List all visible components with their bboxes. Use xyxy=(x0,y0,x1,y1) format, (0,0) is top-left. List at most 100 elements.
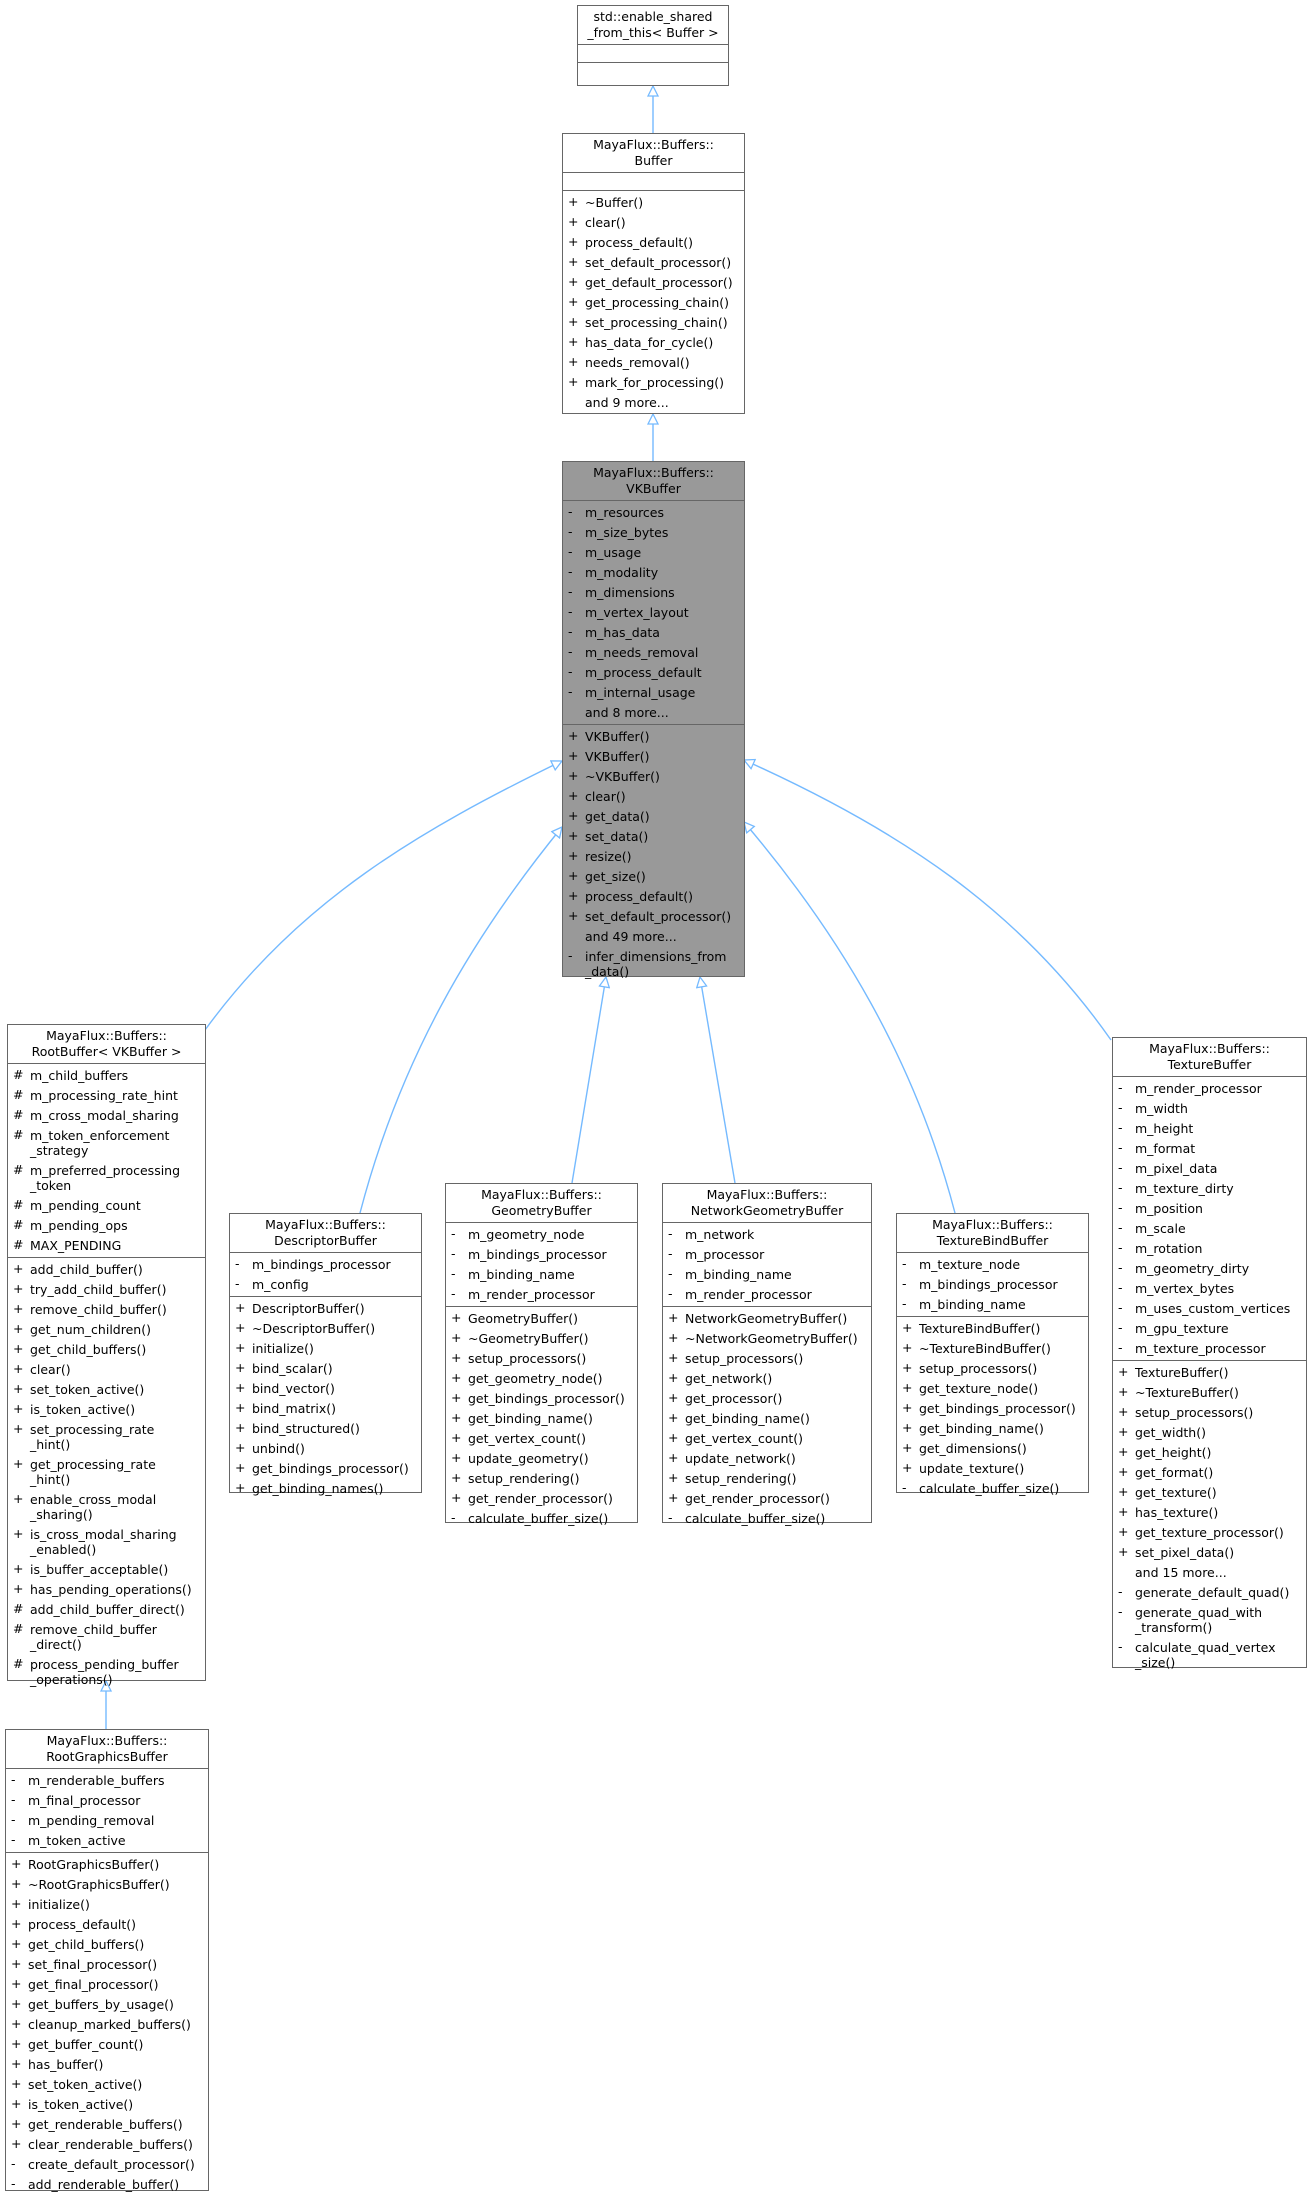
attribute-row[interactable]: -m_pixel_data xyxy=(1113,1158,1306,1178)
attribute-row[interactable]: -m_render_processor xyxy=(1113,1078,1306,1098)
method-row[interactable]: #process_pending_buffer _operations() xyxy=(8,1654,205,1689)
method-row[interactable]: +clear() xyxy=(8,1359,205,1379)
method-row[interactable]: +get_processing_rate _hint() xyxy=(8,1454,205,1489)
method-row[interactable]: +get_format() xyxy=(1113,1462,1306,1482)
method-row[interactable]: +get_geometry_node() xyxy=(446,1368,637,1388)
method-row[interactable]: +has_pending_operations() xyxy=(8,1579,205,1599)
method-row[interactable]: +get_num_children() xyxy=(8,1319,205,1339)
method-row[interactable]: +get_network() xyxy=(663,1368,871,1388)
method-row[interactable]: +setup_processors() xyxy=(663,1348,871,1368)
attribute-row[interactable]: -m_bindings_processor xyxy=(446,1244,637,1264)
method-row[interactable]: +process_default() xyxy=(563,232,744,252)
method-row[interactable]: +is_buffer_acceptable() xyxy=(8,1559,205,1579)
method-row[interactable]: +bind_scalar() xyxy=(230,1358,421,1378)
attribute-row[interactable]: -m_position xyxy=(1113,1198,1306,1218)
method-row[interactable]: #remove_child_buffer _direct() xyxy=(8,1619,205,1654)
method-row[interactable]: +~DescriptorBuffer() xyxy=(230,1318,421,1338)
method-row[interactable]: +get_texture() xyxy=(1113,1482,1306,1502)
method-row[interactable]: -generate_default_quad() xyxy=(1113,1582,1306,1602)
method-row[interactable]: +update_texture() xyxy=(897,1458,1088,1478)
attribute-row[interactable]: -m_rotation xyxy=(1113,1238,1306,1258)
method-row[interactable]: +set_data() xyxy=(563,826,744,846)
method-row[interactable]: +has_texture() xyxy=(1113,1502,1306,1522)
method-row[interactable]: +setup_processors() xyxy=(1113,1402,1306,1422)
attribute-row[interactable]: -m_network xyxy=(663,1224,871,1244)
attribute-row[interactable]: -m_scale xyxy=(1113,1218,1306,1238)
class-rootgraphicsbuffer[interactable]: MayaFlux::Buffers:: RootGraphicsBuffer-m… xyxy=(5,1729,209,2194)
method-row[interactable]: #add_child_buffer_direct() xyxy=(8,1599,205,1619)
attribute-row[interactable]: #m_processing_rate_hint xyxy=(8,1085,205,1105)
method-row[interactable]: +is_cross_modal_sharing _enabled() xyxy=(8,1524,205,1559)
method-row[interactable]: +~TextureBuffer() xyxy=(1113,1382,1306,1402)
attribute-row[interactable]: -m_internal_usage xyxy=(563,682,744,702)
method-row[interactable]: +has_data_for_cycle() xyxy=(563,332,744,352)
method-row[interactable]: +set_default_processor() xyxy=(563,906,744,926)
attribute-row[interactable]: #m_token_enforcement _strategy xyxy=(8,1125,205,1160)
method-row[interactable]: +clear_renderable_buffers() xyxy=(6,2134,208,2154)
method-row[interactable]: +TextureBindBuffer() xyxy=(897,1318,1088,1338)
method-row[interactable]: +get_bindings_processor() xyxy=(446,1388,637,1408)
method-row[interactable]: -add_renderable_buffer() xyxy=(6,2174,208,2194)
attribute-row[interactable]: -m_resources xyxy=(563,502,744,522)
method-row[interactable]: +initialize() xyxy=(230,1338,421,1358)
attribute-row[interactable]: -m_binding_name xyxy=(446,1264,637,1284)
method-row[interactable]: +DescriptorBuffer() xyxy=(230,1298,421,1318)
attribute-row[interactable]: #m_pending_count xyxy=(8,1195,205,1215)
attribute-row[interactable]: -m_final_processor xyxy=(6,1790,208,1810)
method-row[interactable]: +bind_vector() xyxy=(230,1378,421,1398)
method-row[interactable]: +get_size() xyxy=(563,866,744,886)
attribute-row[interactable]: -m_config xyxy=(230,1274,421,1294)
method-row[interactable]: +get_child_buffers() xyxy=(6,1934,208,1954)
attribute-row[interactable]: -m_needs_removal xyxy=(563,642,744,662)
method-row[interactable]: +get_child_buffers() xyxy=(8,1339,205,1359)
method-row[interactable]: +get_vertex_count() xyxy=(663,1428,871,1448)
method-row[interactable]: +get_processor() xyxy=(663,1388,871,1408)
class-enable-shared-from-this[interactable]: std::enable_shared _from_this< Buffer > xyxy=(577,5,729,86)
method-row[interactable]: +get_final_processor() xyxy=(6,1974,208,1994)
method-row[interactable]: +needs_removal() xyxy=(563,352,744,372)
method-row[interactable]: -calculate_buffer_size() xyxy=(446,1508,637,1528)
attribute-row[interactable]: -m_processor xyxy=(663,1244,871,1264)
method-row[interactable]: +~RootGraphicsBuffer() xyxy=(6,1874,208,1894)
method-row[interactable]: +~TextureBindBuffer() xyxy=(897,1338,1088,1358)
method-row[interactable]: +get_processing_chain() xyxy=(563,292,744,312)
method-row[interactable]: +get_render_processor() xyxy=(446,1488,637,1508)
method-row[interactable]: +bind_structured() xyxy=(230,1418,421,1438)
method-row[interactable]: -calculate_quad_vertex _size() xyxy=(1113,1637,1306,1672)
method-row[interactable]: +get_texture_processor() xyxy=(1113,1522,1306,1542)
method-row[interactable]: +GeometryBuffer() xyxy=(446,1308,637,1328)
attribute-row[interactable]: -m_process_default xyxy=(563,662,744,682)
method-row[interactable]: +update_geometry() xyxy=(446,1448,637,1468)
method-row[interactable]: +set_token_active() xyxy=(8,1379,205,1399)
attribute-row[interactable]: -m_geometry_node xyxy=(446,1224,637,1244)
method-row[interactable]: +get_binding_name() xyxy=(663,1408,871,1428)
class-rootbuffer[interactable]: MayaFlux::Buffers:: RootBuffer< VKBuffer… xyxy=(7,1024,206,1687)
method-row[interactable]: +cleanup_marked_buffers() xyxy=(6,2014,208,2034)
class-geometrybuffer[interactable]: MayaFlux::Buffers:: GeometryBuffer-m_geo… xyxy=(445,1183,638,1526)
attribute-row[interactable]: -m_format xyxy=(1113,1138,1306,1158)
method-row[interactable]: +set_token_active() xyxy=(6,2074,208,2094)
method-row[interactable]: +set_final_processor() xyxy=(6,1954,208,1974)
method-row[interactable]: +set_processing_chain() xyxy=(563,312,744,332)
method-row[interactable]: +get_texture_node() xyxy=(897,1378,1088,1398)
method-row[interactable]: +get_width() xyxy=(1113,1422,1306,1442)
attribute-row[interactable]: -m_renderable_buffers xyxy=(6,1770,208,1790)
class-texturebuffer[interactable]: MayaFlux::Buffers:: TextureBuffer-m_rend… xyxy=(1112,1037,1307,1670)
attribute-row[interactable]: #m_pending_ops xyxy=(8,1215,205,1235)
attribute-row[interactable]: -m_uses_custom_vertices xyxy=(1113,1298,1306,1318)
method-row[interactable]: +bind_matrix() xyxy=(230,1398,421,1418)
attribute-row[interactable]: #m_cross_modal_sharing xyxy=(8,1105,205,1125)
method-row[interactable]: +get_binding_names() xyxy=(230,1478,421,1498)
attribute-row[interactable]: #m_child_buffers xyxy=(8,1065,205,1085)
method-row[interactable]: +initialize() xyxy=(6,1894,208,1914)
attribute-row[interactable]: -m_binding_name xyxy=(897,1294,1088,1314)
method-row[interactable]: +get_height() xyxy=(1113,1442,1306,1462)
method-row[interactable]: +is_token_active() xyxy=(6,2094,208,2114)
attribute-row[interactable]: -m_bindings_processor xyxy=(230,1254,421,1274)
method-row[interactable]: +resize() xyxy=(563,846,744,866)
method-row[interactable]: +get_bindings_processor() xyxy=(230,1458,421,1478)
method-row[interactable]: +setup_processors() xyxy=(446,1348,637,1368)
attribute-row[interactable]: -m_bindings_processor xyxy=(897,1274,1088,1294)
attribute-row[interactable]: -m_texture_node xyxy=(897,1254,1088,1274)
attribute-row[interactable]: -m_height xyxy=(1113,1118,1306,1138)
